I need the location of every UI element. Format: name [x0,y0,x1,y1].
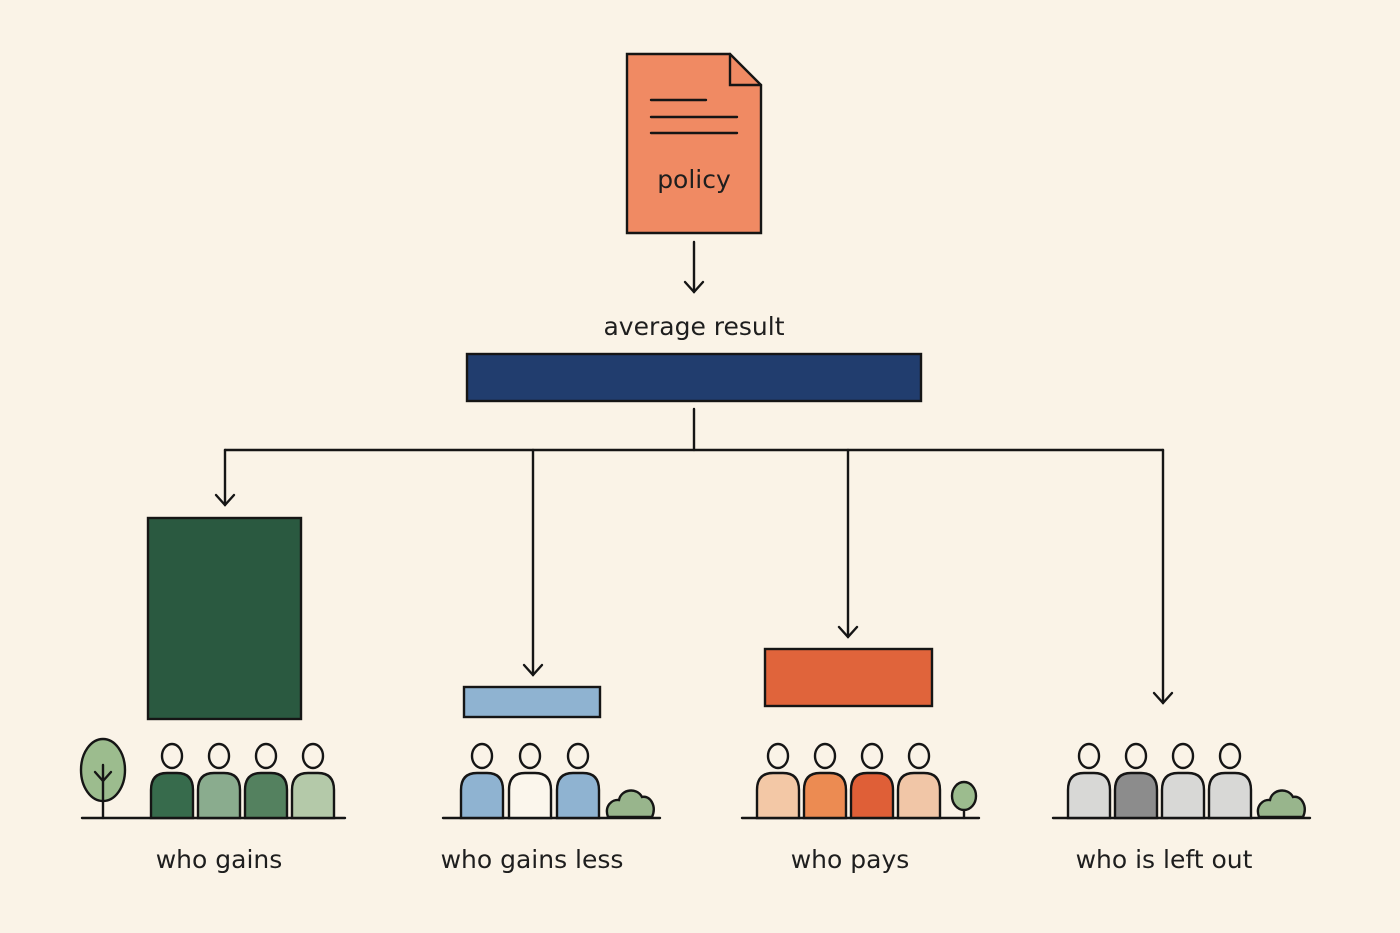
who-gains-less-label: who gains less [441,845,624,874]
group-who-gains: who gains [79,737,347,874]
person-icon [290,742,336,820]
people-group [459,742,601,820]
group-who-is-left-out: who is left out [1051,742,1312,874]
person-icon [896,742,942,820]
tree-icon [79,737,127,820]
person-icon [196,742,242,820]
who-gains-label: who gains [156,845,283,874]
people-group [755,742,942,820]
who-pays-bar [763,647,934,708]
group-who-pays: who pays [740,742,981,874]
document-icon [625,52,763,235]
bush-icon [1256,789,1306,819]
person-icon [555,742,601,820]
who-pays-label: who pays [791,845,910,874]
person-icon [507,742,553,820]
person-icon [1066,742,1112,820]
person-icon [149,742,195,820]
person-icon [1113,742,1159,820]
small-tree-icon [950,780,978,820]
who-gains-bar [146,516,303,721]
person-icon [755,742,801,820]
person-icon [849,742,895,820]
policy-label: policy [657,165,731,194]
bush-icon [605,789,655,819]
person-icon [802,742,848,820]
average-result-label: average result [603,312,784,341]
who-gains-less-bar [462,685,602,719]
policy-arrow [683,240,705,294]
distribution-connectors [214,407,1174,705]
person-icon [1207,742,1253,820]
average-result-bar [465,352,923,403]
document-fold [728,52,763,87]
people-group [1066,742,1253,820]
policy-document: policy [625,52,763,235]
who-is-left-out-label: who is left out [1076,845,1253,874]
person-icon [459,742,505,820]
person-icon [1160,742,1206,820]
people-group [149,742,336,820]
person-icon [243,742,289,820]
group-who-gains-less: who gains less [441,742,662,874]
